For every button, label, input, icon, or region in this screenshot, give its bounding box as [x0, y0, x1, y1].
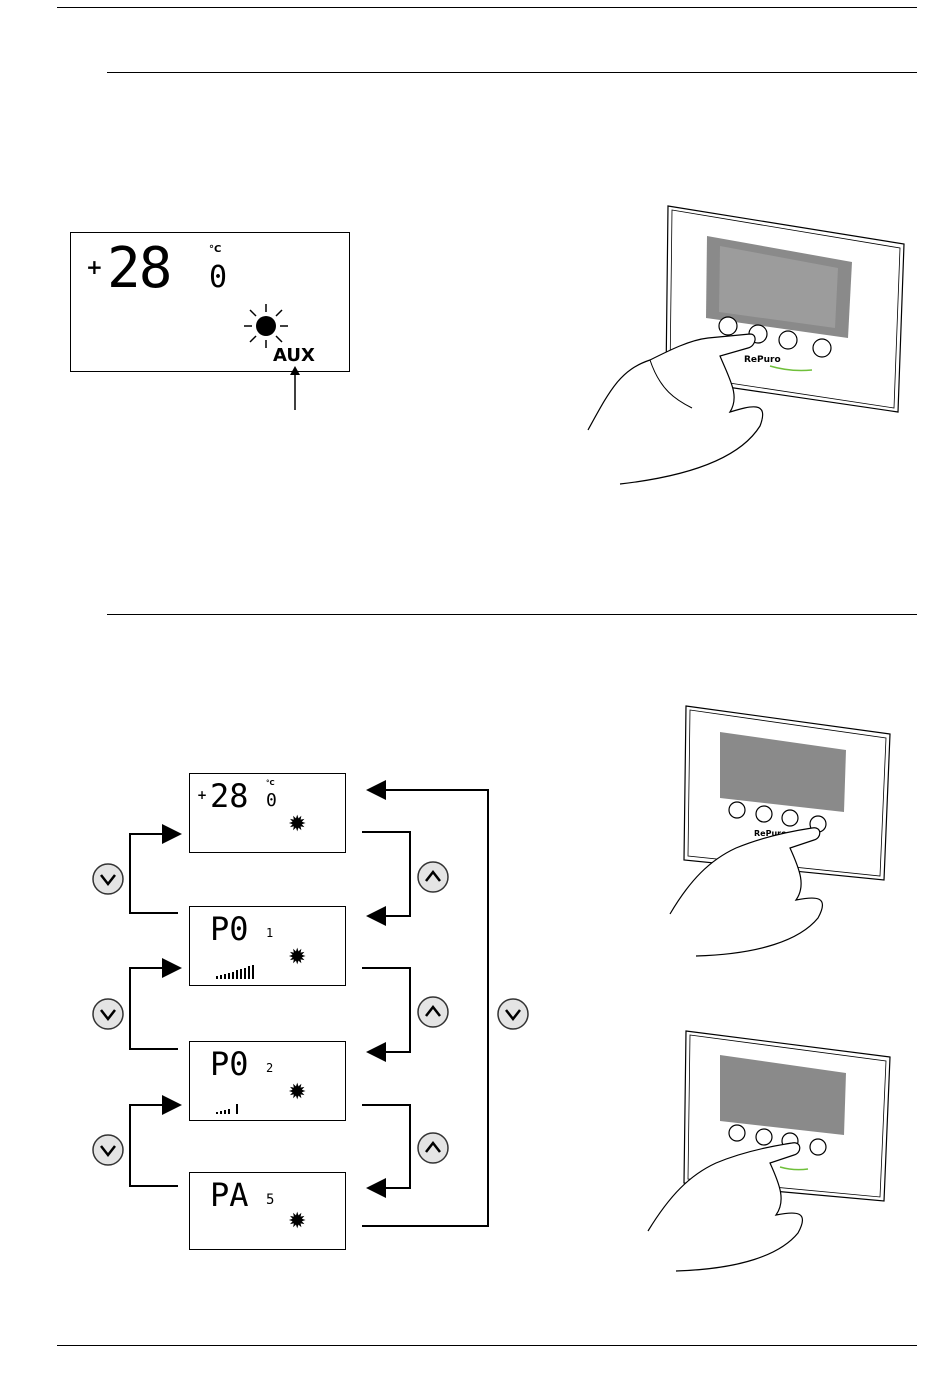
device-illustration-top: RePuro [580, 200, 910, 490]
bottom-rule [57, 1345, 917, 1346]
svg-text:RePuro: RePuro [744, 355, 781, 365]
sun-icon [241, 301, 291, 351]
section2-rule [107, 614, 917, 615]
up-arrow-button-icon [416, 995, 450, 1029]
sun-icon: ✹ [288, 1082, 306, 1104]
sun-icon: ✹ [288, 1211, 306, 1233]
section1-rule [107, 72, 917, 73]
cycle-sub: 1 [266, 927, 273, 939]
device-illustration-down [640, 1025, 900, 1285]
top-rule [57, 7, 917, 8]
cycle-sub: 5 [266, 1193, 274, 1207]
cycle-main: P0 [210, 913, 249, 945]
down-arrow-button-icon [91, 1133, 125, 1167]
cycle-display-p01: P0 1 ✹ [189, 906, 346, 986]
cycle-sub: 2 [266, 1062, 273, 1074]
up-arrow-button-icon [416, 1131, 450, 1165]
down-arrow-button-icon [91, 862, 125, 896]
display-unit: °C [209, 245, 221, 255]
cycle-main: 28 [210, 780, 249, 812]
sun-icon: ✹ [288, 814, 306, 836]
aux-display: + 28 0 °C AUX [70, 232, 350, 372]
cycle-main: P0 [210, 1048, 249, 1080]
aux-pointer-arrow [288, 366, 302, 410]
cycle-display-pa5: PA 5 ✹ [189, 1172, 346, 1250]
cycle-sub: 0 [266, 792, 277, 810]
cycle-main: PA [210, 1179, 249, 1211]
fan-level-bars [216, 965, 256, 979]
fan-level-bars [216, 1104, 240, 1114]
cycle-unit: °C [266, 780, 275, 787]
display-temperature-decimal: 0 [209, 263, 227, 293]
display-sign: + [86, 257, 103, 277]
cycle-display-p02: P0 2 ✹ [189, 1041, 346, 1121]
device-illustration-up: RePuro [640, 700, 900, 970]
sun-icon: ✹ [288, 947, 306, 969]
down-arrow-button-icon [496, 997, 530, 1031]
aux-label: AUX [273, 347, 315, 365]
display-temperature: 28 [107, 241, 170, 297]
cycle-display-temperature: + 28 0 °C ✹ [189, 773, 346, 853]
cycle-sign: + [197, 789, 207, 801]
down-arrow-button-icon [91, 997, 125, 1031]
up-arrow-button-icon [416, 860, 450, 894]
